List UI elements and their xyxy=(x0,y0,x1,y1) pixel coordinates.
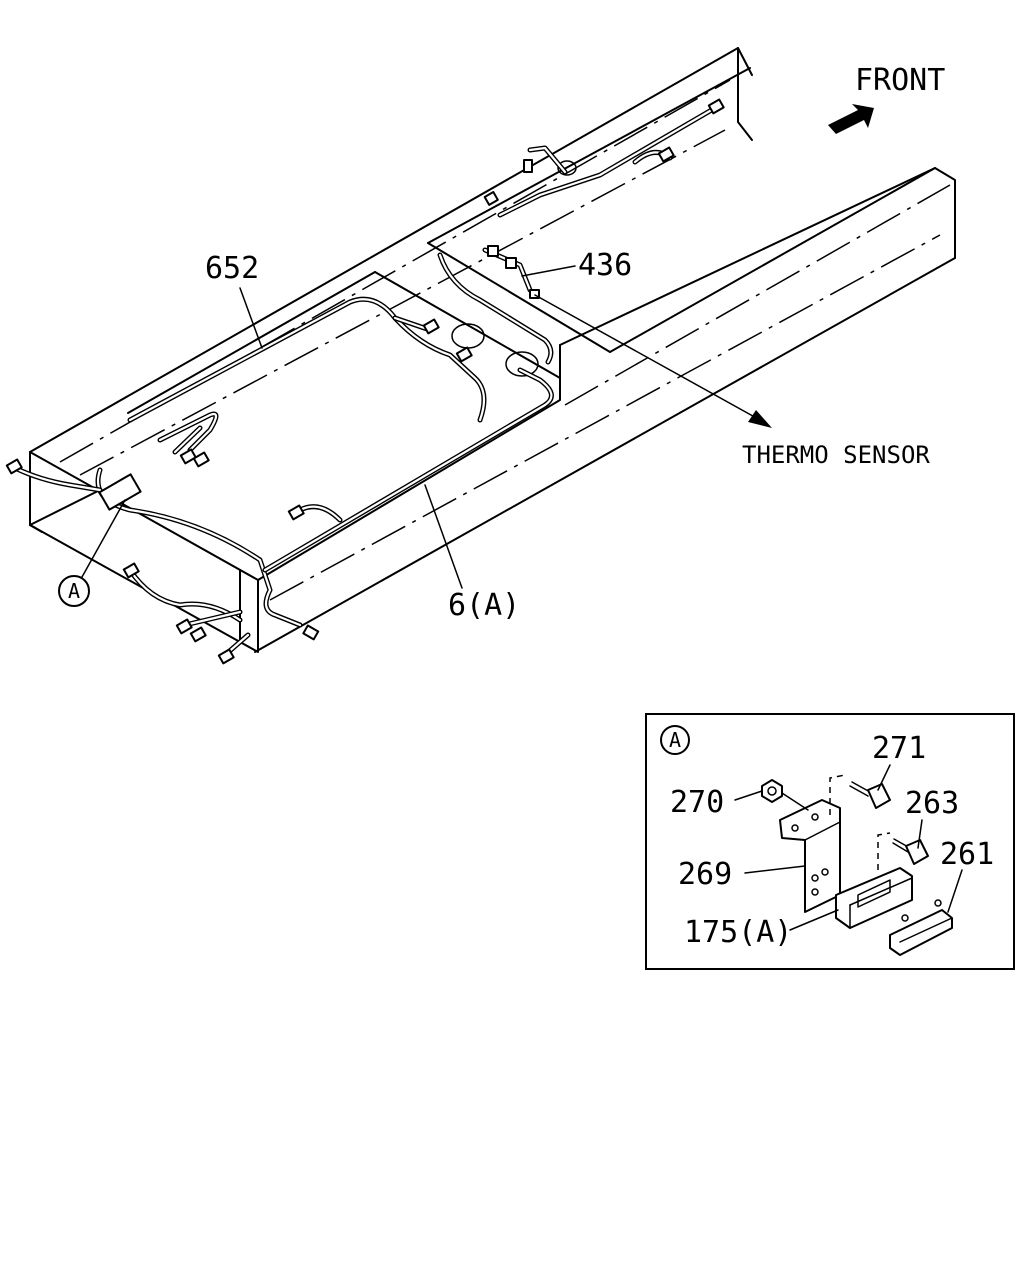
holder-175a xyxy=(835,867,913,929)
front-label: FRONT xyxy=(855,63,945,98)
part-175a-leader xyxy=(789,909,839,931)
part-6a-leader xyxy=(424,484,463,589)
part-270-leader xyxy=(734,790,763,801)
bracket-269 xyxy=(779,799,841,913)
part-270-label: 270 xyxy=(670,785,724,820)
detail-a-label: A xyxy=(669,728,681,752)
bolt-263 xyxy=(905,839,929,865)
frame-hole xyxy=(451,323,485,349)
part-269-leader xyxy=(744,865,806,874)
frame-hole xyxy=(505,351,539,377)
callout-a-label: A xyxy=(68,579,80,603)
thermo-sensor-leader xyxy=(534,294,761,421)
thermo-sensor-label: THERMO SENSOR xyxy=(742,441,930,469)
part-270-leader-2 xyxy=(781,792,809,811)
detail-a-panel: A xyxy=(645,713,1015,970)
part-271-label: 271 xyxy=(872,731,926,766)
detail-a-circle xyxy=(660,725,690,755)
thermo-sensor-arrowhead xyxy=(748,410,772,428)
callout-a-leader xyxy=(81,499,126,578)
part-6a-label: 6(A) xyxy=(448,588,520,623)
connector-group xyxy=(5,98,725,665)
frame-hole xyxy=(557,160,577,176)
part-263-label: 263 xyxy=(905,786,959,821)
callout-a-circle xyxy=(58,575,90,607)
part-652-leader xyxy=(239,287,263,349)
part-436-leader xyxy=(521,265,576,277)
relay-box xyxy=(98,473,142,511)
harness-rear xyxy=(437,105,718,365)
part-652-label: 652 xyxy=(205,251,259,286)
part-271-leader xyxy=(877,764,891,791)
right-frame-rail xyxy=(254,167,956,653)
part-261-label: 261 xyxy=(940,837,994,872)
bolt-271 xyxy=(867,783,891,809)
front-arrow-icon xyxy=(828,104,874,134)
left-frame-rail xyxy=(29,47,753,533)
part-175a-label: 175(A) xyxy=(684,915,792,950)
part-261-leader xyxy=(947,869,963,913)
part-269-label: 269 xyxy=(678,857,732,892)
nut-270 xyxy=(761,779,783,803)
rear-crossmember xyxy=(427,67,936,353)
part-436-label: 436 xyxy=(578,248,632,283)
part-263-leader xyxy=(917,819,923,849)
